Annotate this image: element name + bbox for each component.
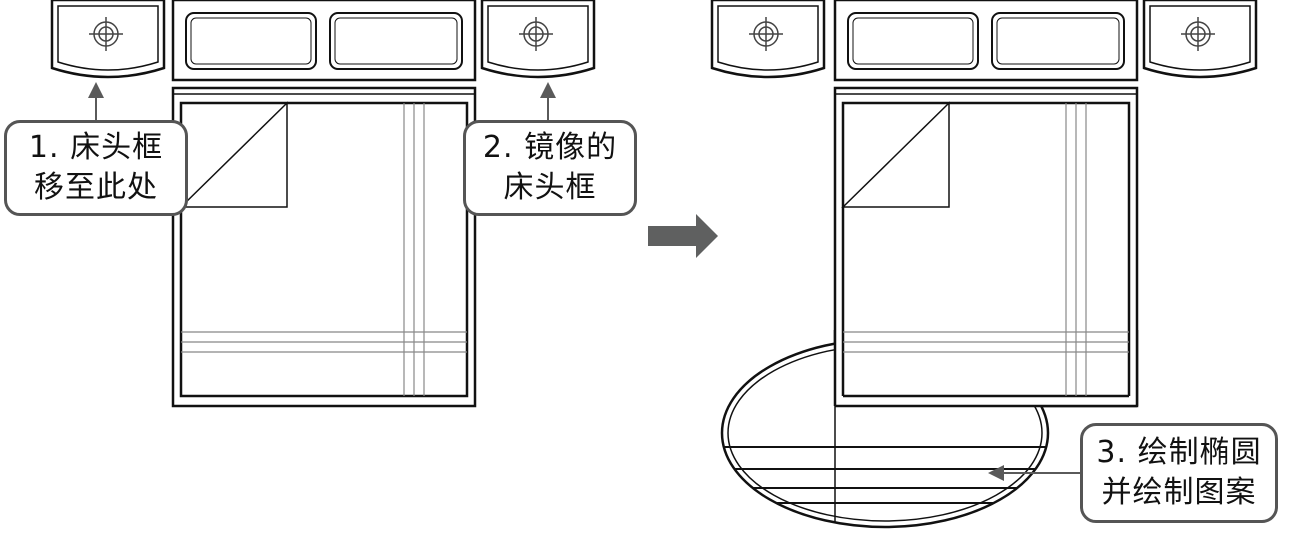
callout-line: 床头框 — [503, 170, 597, 205]
callout-line: 移至此处 — [34, 170, 158, 205]
right-nightstand — [480, 0, 596, 79]
up-arrow-icon — [88, 82, 104, 124]
right-nightstand — [1142, 0, 1258, 79]
left-nightstand — [50, 0, 166, 79]
pillow-left — [847, 12, 979, 70]
callout-move-headboard: 1. 床头框 移至此处 — [4, 120, 188, 216]
rug-ellipse — [720, 330, 1139, 529]
right-arrow-icon — [648, 214, 718, 258]
bed-frame — [171, 86, 477, 408]
callout-mirror-headboard: 2. 镜像的 床头框 — [463, 120, 637, 216]
mattress — [179, 101, 469, 398]
bedsheet-lines — [181, 103, 467, 396]
callout-line: 2. 镜像的 — [482, 130, 618, 165]
left-arrow-icon — [988, 465, 1082, 481]
pillow-left — [185, 12, 317, 70]
folded-corner — [841, 101, 950, 208]
folded-corner — [179, 101, 288, 208]
callout-line: 3. 绘制椭圆 — [1096, 435, 1262, 470]
pillow-right — [329, 12, 463, 70]
right-bed — [710, 0, 1258, 529]
left-bed — [50, 0, 596, 408]
up-arrow-icon — [540, 82, 556, 124]
callout-line: 1. 床头框 — [28, 130, 164, 165]
left-nightstand — [710, 0, 826, 79]
pillow-right — [991, 12, 1125, 70]
callout-line: 并绘制图案 — [1101, 475, 1257, 510]
callout-draw-ellipse: 3. 绘制椭圆 并绘制图案 — [1080, 423, 1278, 523]
